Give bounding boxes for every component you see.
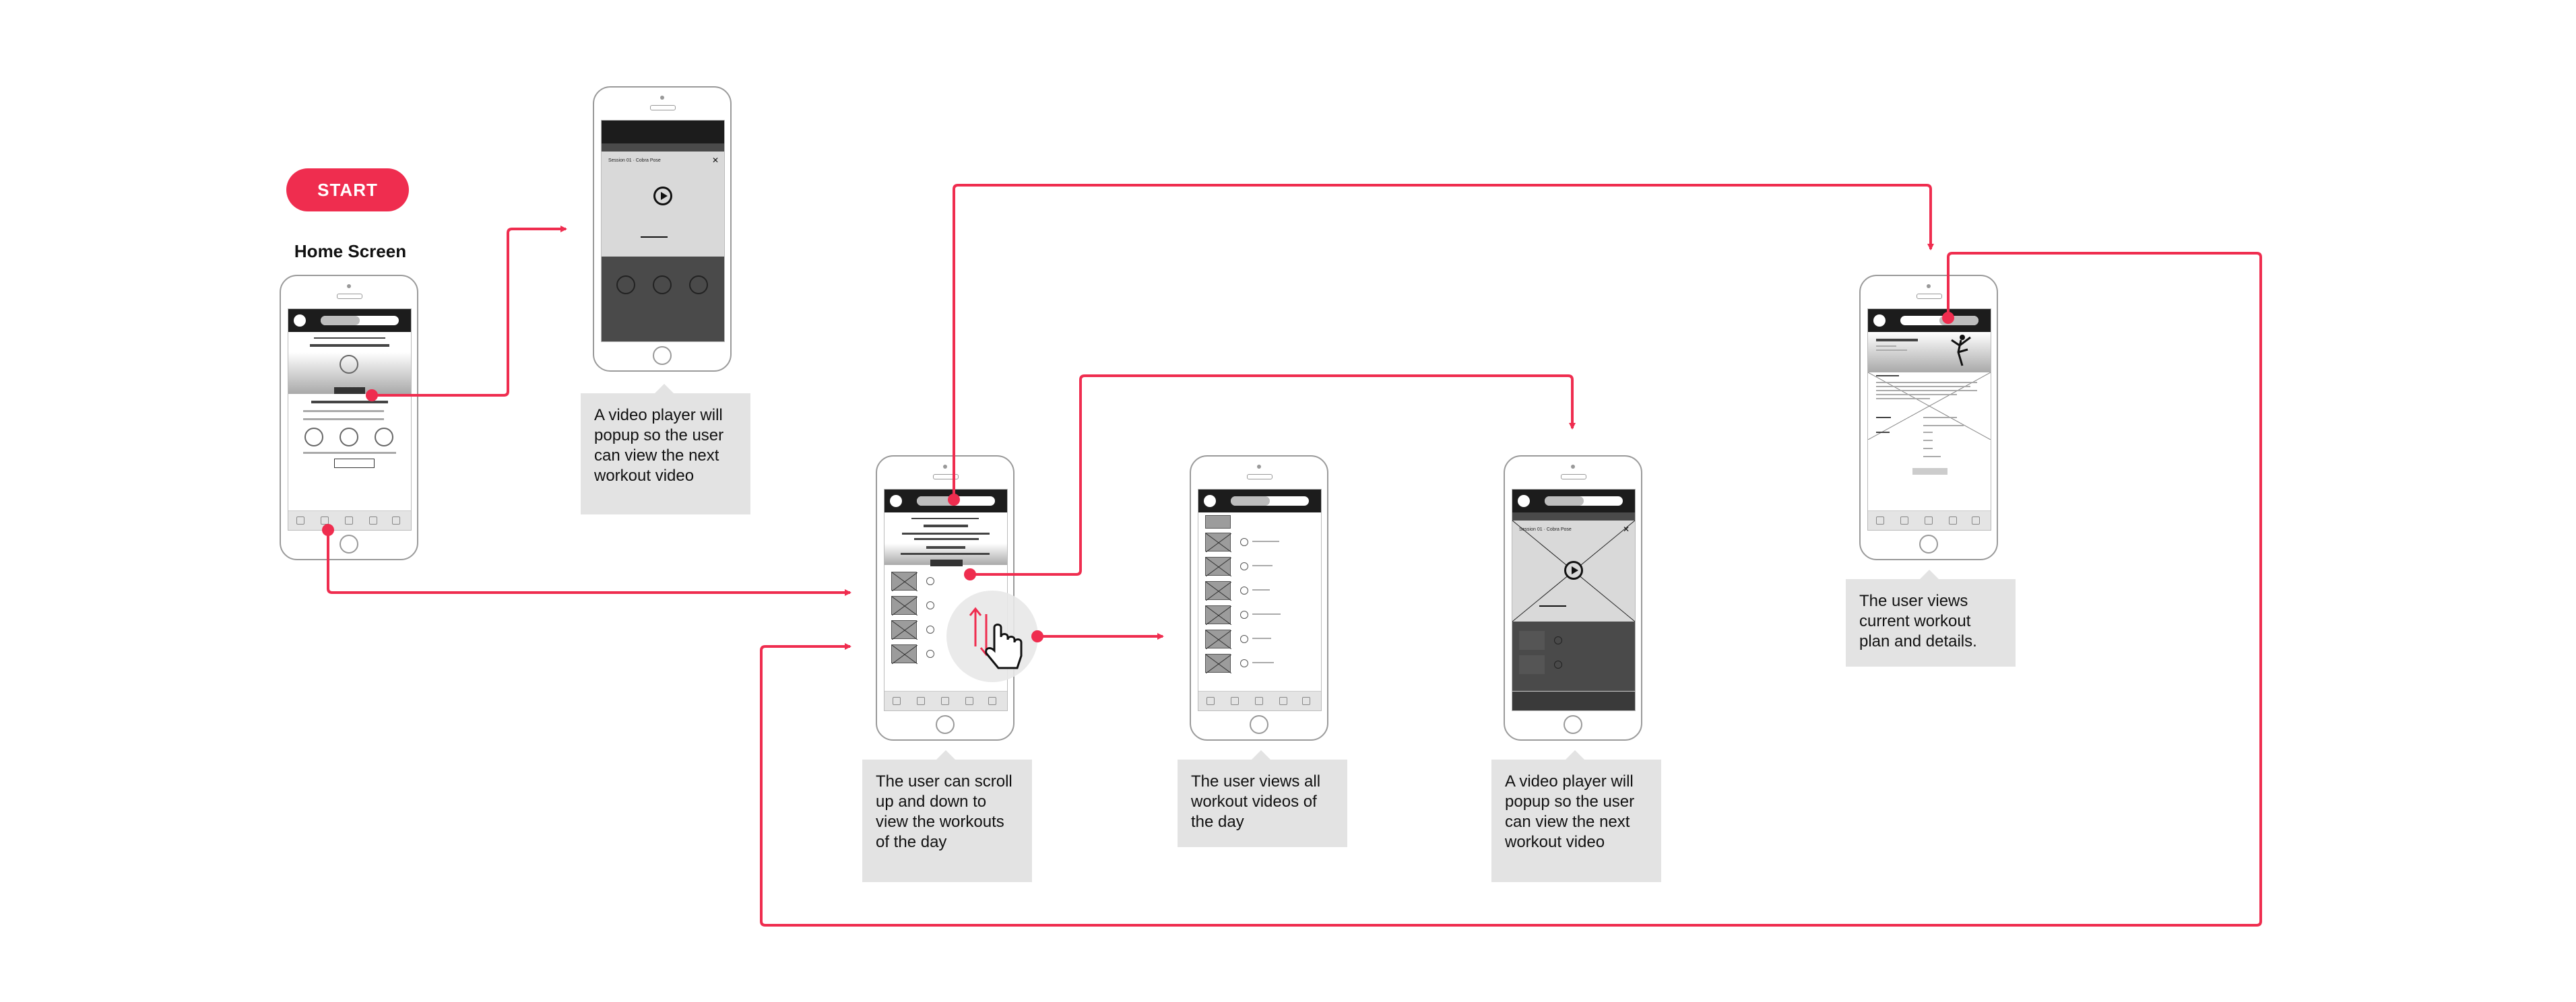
logo-icon bbox=[294, 314, 306, 327]
hand-pointer-icon bbox=[985, 624, 1023, 669]
callout-all-videos: The user views all workout videos of the… bbox=[1178, 750, 1347, 847]
play-icon bbox=[653, 187, 672, 205]
yoga-figure-icon bbox=[1951, 335, 1971, 366]
start-pill: START bbox=[286, 168, 409, 211]
home-screen bbox=[288, 308, 412, 531]
home-screen-label: Home Screen bbox=[294, 241, 407, 261]
callout-scroll: The user can scroll up and down to view … bbox=[862, 750, 1032, 882]
video-popup-phone-bottom: Session 01 · Cobra Pose ✕ bbox=[1504, 455, 1642, 741]
all-videos-phone bbox=[1190, 455, 1328, 741]
close-icon: ✕ bbox=[711, 156, 719, 165]
scroll-gesture bbox=[946, 591, 1038, 682]
workout-plan-phone bbox=[1859, 275, 1998, 560]
callout-video-popup-top: A video player will popup so the user ca… bbox=[581, 384, 750, 514]
home-phone bbox=[280, 275, 418, 560]
video-popup-phone-top: Session 01 · Cobra Pose ✕ bbox=[593, 86, 732, 372]
callout-workout-plan: The user views current workout plan and … bbox=[1846, 570, 2016, 667]
callout-video-popup-bottom: A video player will popup so the user ca… bbox=[1491, 750, 1661, 882]
